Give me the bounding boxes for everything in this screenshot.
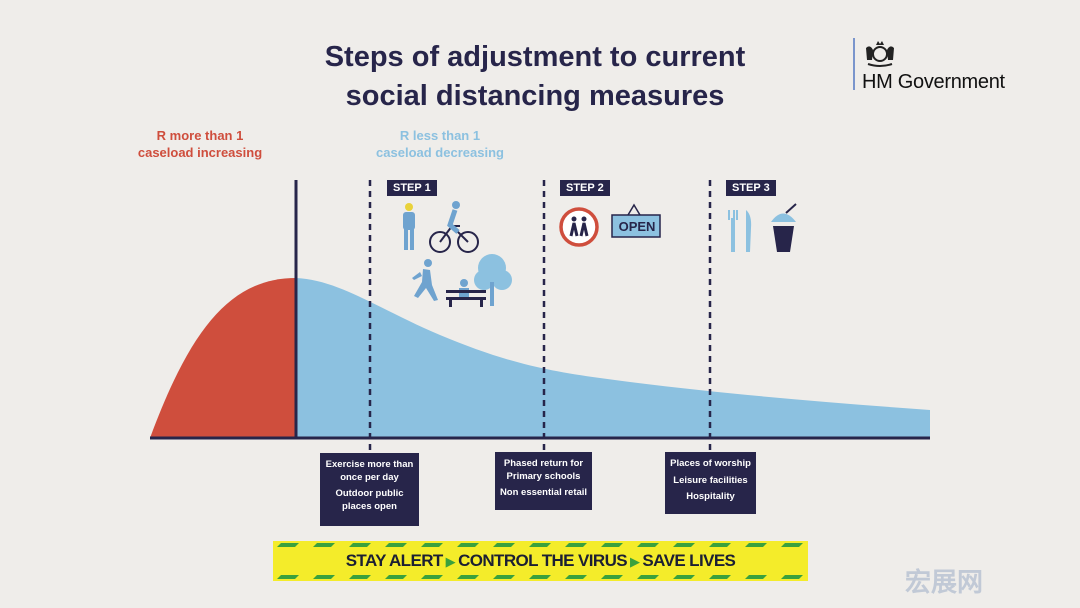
- person-icon: [403, 203, 415, 250]
- chevron-right-icon: ▶: [445, 554, 456, 569]
- park-bench-icon: [446, 279, 486, 307]
- measure-item: Places of worship: [670, 458, 751, 469]
- chevron-right-icon: ▶: [630, 554, 640, 569]
- page-title: Steps of adjustment to current social di…: [250, 38, 820, 116]
- measure-item: Outdoor public places open: [335, 488, 404, 512]
- step-2-label: STEP 2: [560, 180, 610, 196]
- tree-icon: [474, 254, 512, 306]
- measure-item: Non essential retail: [499, 487, 588, 498]
- stay-alert-banner: STAY ALERT▶CONTROL THE VIRUS▶SAVE LIVES: [273, 541, 808, 581]
- decreasing-curve-area: [296, 278, 930, 438]
- logo-divider: [853, 38, 855, 90]
- step-2-measures-box: Phased return for Primary schools Non es…: [495, 452, 592, 510]
- r-more-line1: R more than 1: [156, 128, 244, 143]
- r-more-than-1-label: R more than 1 caseload increasing: [120, 127, 280, 161]
- watermark: 宏展网: [905, 567, 984, 597]
- title-line-2: social distancing measures: [345, 80, 725, 112]
- measure-item: Leisure facilities: [673, 474, 748, 486]
- r-less-than-1-label: R less than 1 caseload decreasing: [355, 127, 525, 161]
- slogan-stay-alert: STAY ALERT: [345, 551, 444, 570]
- banner-stripes: [273, 541, 808, 581]
- title-line-1: Steps of adjustment to current: [324, 41, 746, 73]
- increasing-curve-area: [150, 278, 296, 438]
- step-3-label: STEP 3: [726, 180, 776, 196]
- school-children-sign-icon: [559, 207, 599, 247]
- slogan-control-virus: CONTROL THE VIRUS: [458, 551, 628, 570]
- hm-government-logo: HM Government: [862, 71, 1005, 93]
- measure-item: Exercise more than once per day: [325, 459, 414, 483]
- fork-knife-icon: [728, 210, 752, 252]
- royal-coat-of-arms-icon: [866, 41, 894, 67]
- cyclist-icon: [429, 201, 479, 253]
- slogan-save-lives: SAVE LIVES: [642, 551, 736, 570]
- runner-icon: [412, 259, 438, 301]
- r-less-line1: R less than 1: [399, 128, 481, 143]
- step-1-label: STEP 1: [387, 180, 437, 196]
- r-less-line2: caseload decreasing: [376, 145, 504, 160]
- step-1-measures-box: Exercise more than once per day Outdoor …: [320, 453, 419, 526]
- measure-item: Phased return for Primary schools: [503, 458, 584, 482]
- open-sign-text: OPEN: [618, 219, 656, 234]
- measure-item: Hospitality: [686, 491, 735, 502]
- open-sign-icon: [611, 203, 661, 238]
- step-3-measures-box: Places of worship Leisure facilities Hos…: [665, 452, 756, 514]
- banner-slogan: STAY ALERT▶CONTROL THE VIRUS▶SAVE LIVES: [273, 551, 808, 571]
- drink-cup-icon: [771, 203, 797, 252]
- r-more-line2: caseload increasing: [137, 145, 263, 160]
